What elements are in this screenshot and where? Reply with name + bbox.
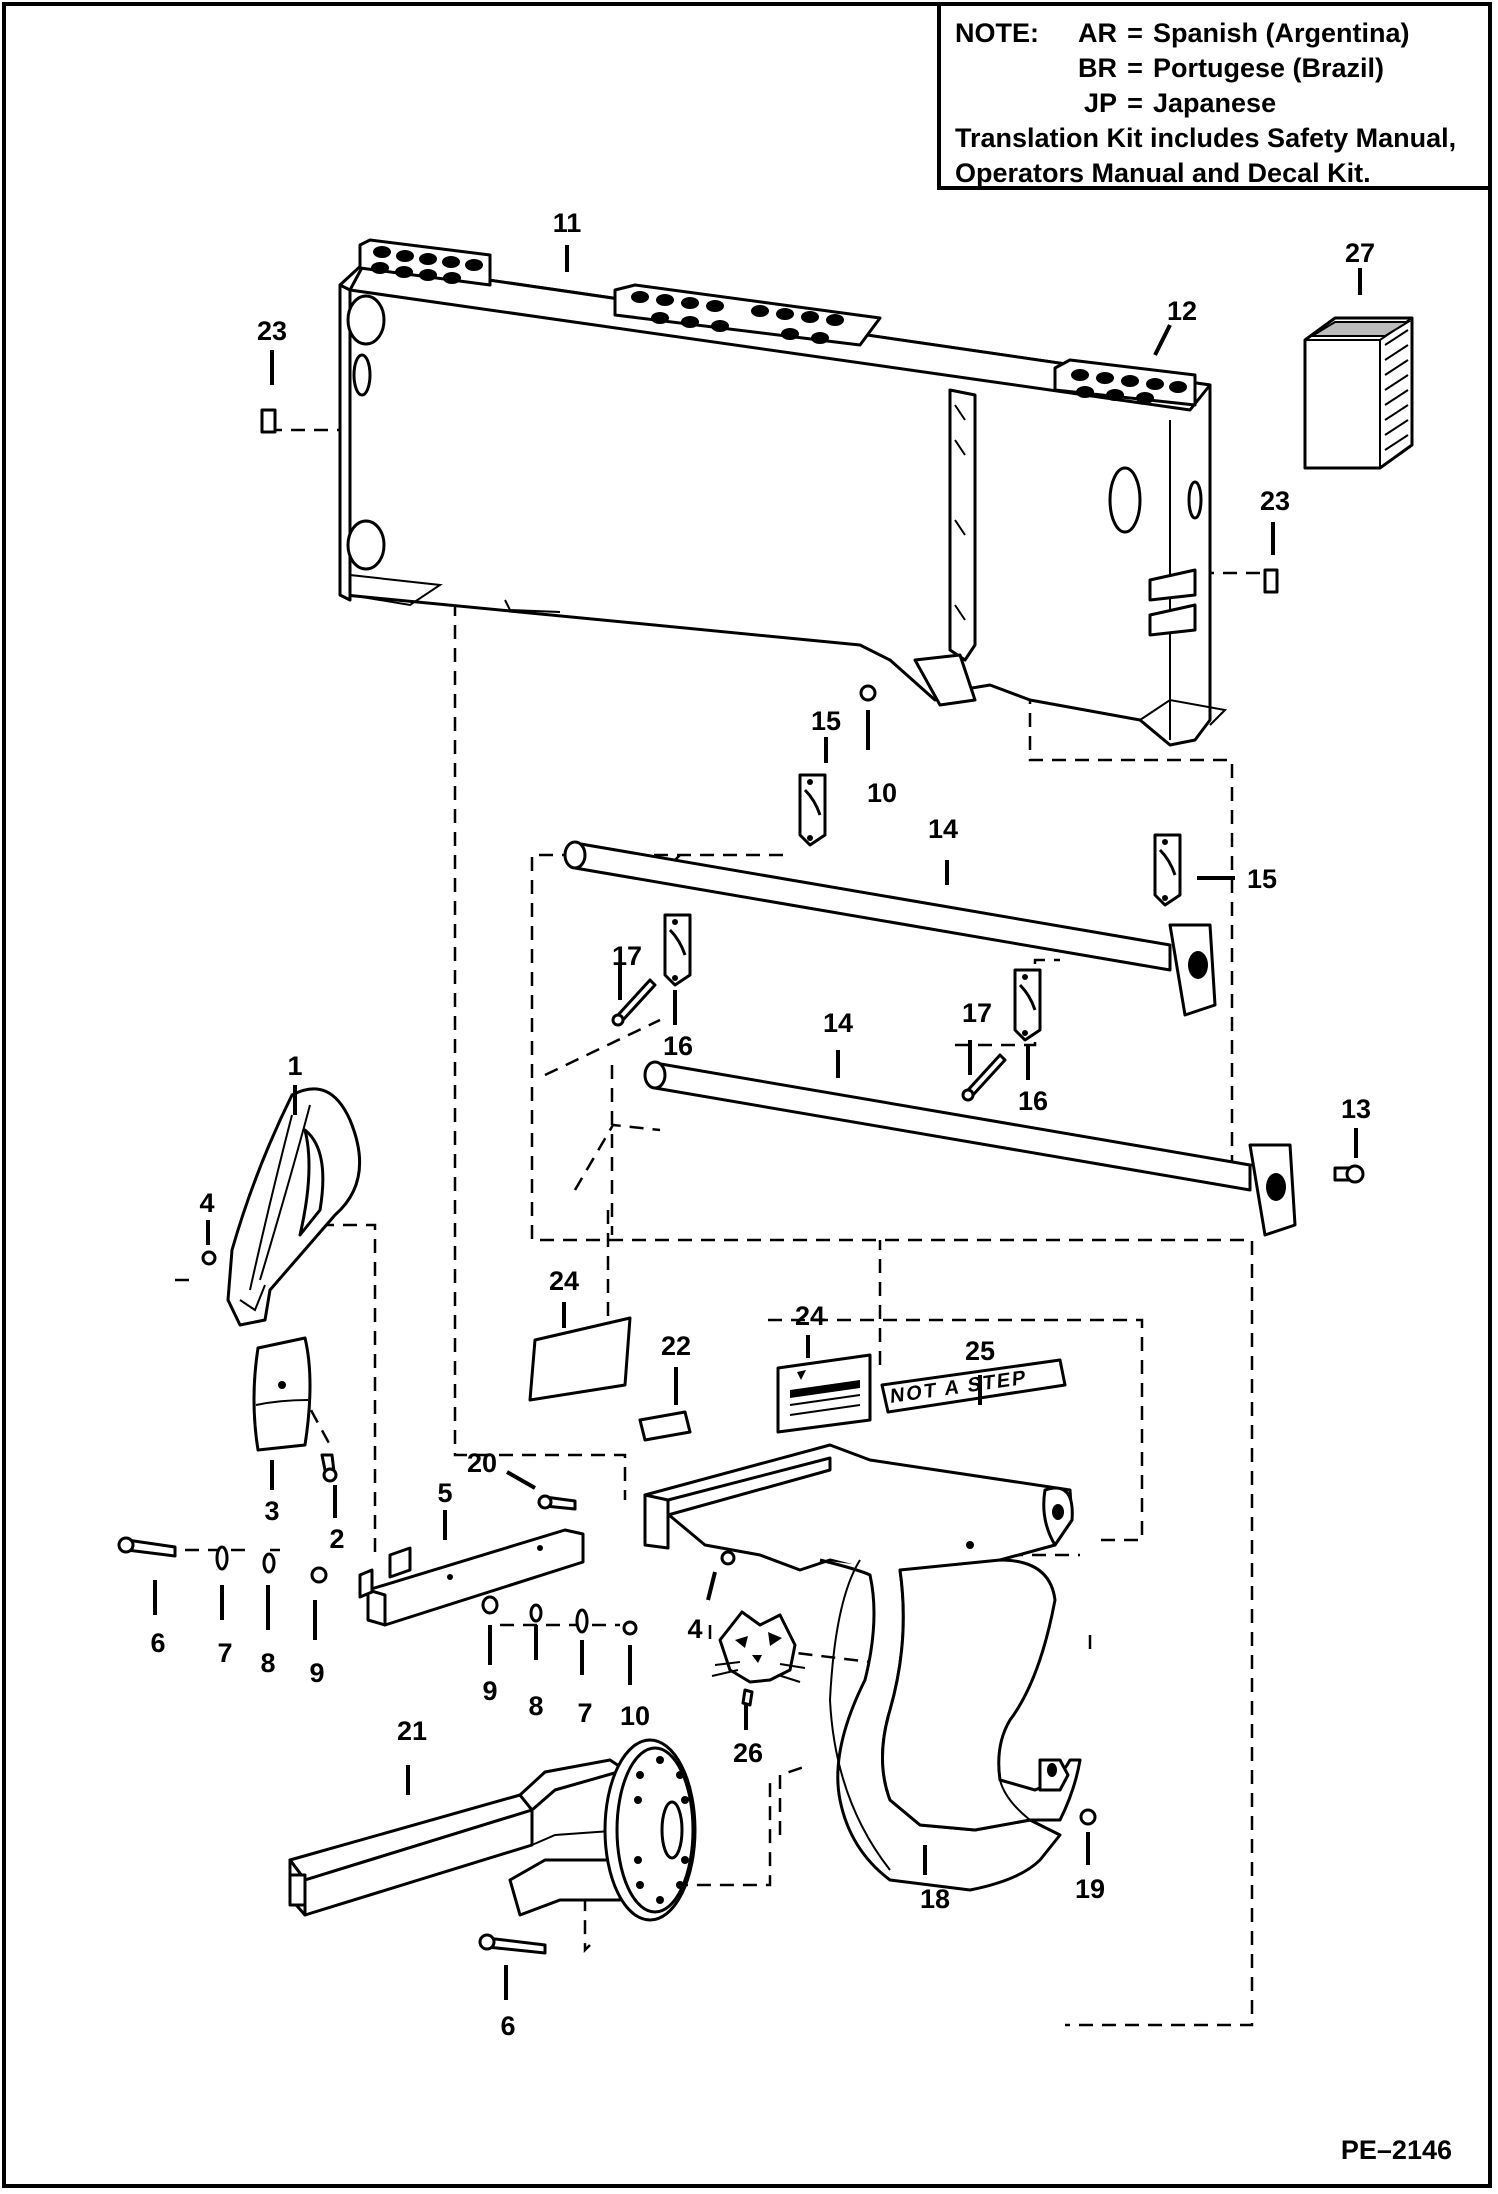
nut-10-lower [622, 1620, 638, 1636]
callout-23: 23 [257, 316, 287, 346]
nut-19 [1079, 1808, 1097, 1826]
callout-10: 10 [620, 1701, 650, 1731]
note-row-ar: NOTE: AR = Spanish (Argentina) [955, 16, 1478, 51]
callout-7: 7 [217, 1638, 232, 1668]
callout-9: 9 [482, 1676, 497, 1706]
lang-name: Portugese (Brazil) [1153, 53, 1385, 83]
callout-6: 6 [150, 1628, 165, 1658]
lang-eq: = [1127, 88, 1143, 118]
step-bracket-1 [226, 1087, 362, 1327]
screw-2 [320, 1453, 338, 1483]
pivot-bar-14-upper [563, 840, 1217, 1017]
lang-eq: = [1127, 18, 1143, 48]
callout-11: 11 [553, 208, 582, 238]
saddle-bracket-15-right [1153, 833, 1182, 907]
callout-8: 8 [260, 1648, 275, 1678]
callout-14: 14 [928, 814, 958, 844]
callout-13: 13 [1341, 1094, 1371, 1124]
callout-9: 9 [309, 1658, 324, 1688]
lang-name: Japanese [1153, 88, 1277, 118]
pivot-bar-14-lower [643, 1060, 1297, 1237]
bracket-16-left [663, 913, 692, 987]
bolt-17-right [961, 1053, 1007, 1102]
callout-17: 17 [612, 941, 642, 971]
lockwasher-8-right [529, 1603, 543, 1623]
step-arm-21 [288, 1738, 697, 1922]
callout-16: 16 [663, 1031, 693, 1061]
callout-21: 21 [397, 1716, 427, 1746]
callout-2: 2 [329, 1524, 344, 1554]
note-decal-kit: Operators Manual and Decal Kit. [955, 158, 1371, 188]
callout-1: 1 [287, 1051, 302, 1081]
note-row-jp: JP = Japanese [955, 86, 1478, 121]
callout-numbers: 11 12 27 23 23 15 10 14 15 17 16 14 17 1… [150, 208, 1375, 2041]
lang-code: JP [1083, 88, 1117, 118]
decal-23-left [260, 408, 277, 434]
lang-code: AR [1078, 18, 1117, 48]
callout-20: 20 [467, 1448, 497, 1478]
callout-25: 25 [965, 1336, 995, 1366]
step-assembly-18 [643, 1443, 1082, 1892]
washer-7-right [575, 1608, 589, 1634]
lockwasher-8-left [262, 1552, 276, 1574]
spacer-9-right [481, 1595, 499, 1615]
callout-6: 6 [500, 2011, 515, 2041]
translation-kit-box [1303, 316, 1414, 470]
callout-3: 3 [264, 1496, 279, 1526]
callout-8: 8 [528, 1691, 543, 1721]
not-a-step-decal-25: NOT A STEP [880, 1358, 1067, 1414]
callout-23: 23 [1260, 486, 1290, 516]
callout-22: 22 [661, 1331, 691, 1361]
spacer-9-left [310, 1566, 328, 1584]
leader-lines [153, 245, 1362, 2000]
decal-23-right [1263, 568, 1279, 594]
washer-7-left [215, 1545, 229, 1571]
note-translation-kit: Translation Kit includes Safety Manual, [955, 123, 1457, 153]
saddle-bracket-15-left [798, 773, 827, 847]
note-row-br: BR = Portugese (Brazil) [955, 51, 1478, 86]
callout-15: 15 [811, 706, 841, 736]
callout-27: 27 [1345, 238, 1375, 268]
bracket-16-right [1013, 968, 1042, 1042]
decal-24-left [528, 1316, 632, 1402]
callout-16: 16 [1018, 1086, 1048, 1116]
callout-17: 17 [962, 998, 992, 1028]
callout-24: 24 [549, 1266, 579, 1296]
bobcat-logo-decal-26 [711, 1610, 806, 1707]
nut-4-left [201, 1250, 217, 1266]
callout-18: 18 [920, 1884, 950, 1914]
callout-15: 15 [1247, 864, 1277, 894]
callout-26: 26 [733, 1738, 763, 1768]
lang-code: BR [1078, 53, 1117, 83]
note-label: NOTE: [955, 18, 1039, 48]
callout-12: 12 [1167, 296, 1197, 326]
callout-24: 24 [795, 1301, 825, 1331]
bolt-6-upper [117, 1536, 177, 1558]
callout-10: 10 [867, 778, 897, 808]
bolt-17-left [611, 978, 657, 1027]
bolt-6-lower [478, 1933, 547, 1955]
mounting-frame [338, 238, 1228, 747]
callout-5: 5 [437, 1478, 452, 1508]
step-bar-5 [358, 1528, 585, 1627]
lang-name: Spanish (Argentina) [1153, 18, 1410, 48]
callout-4: 4 [199, 1188, 214, 1218]
lang-eq: = [1127, 53, 1143, 83]
decal-22 [638, 1410, 692, 1442]
note-box: NOTE: AR = Spanish (Argentina) BR = Portugese… [937, 2, 1492, 190]
figure-id: PE–2146 [1340, 2135, 1452, 2165]
callout-19: 19 [1075, 1874, 1105, 1904]
bolt-20 [537, 1494, 577, 1511]
warning-decal-24 [776, 1353, 872, 1434]
step-pad-3 [252, 1336, 312, 1452]
callout-4: 4 [687, 1614, 702, 1644]
nut-4-center [720, 1550, 736, 1566]
callout-7: 7 [577, 1698, 592, 1728]
bolt-13 [1333, 1164, 1365, 1184]
callout-14: 14 [823, 1008, 853, 1038]
nut-10-upper [859, 684, 877, 702]
